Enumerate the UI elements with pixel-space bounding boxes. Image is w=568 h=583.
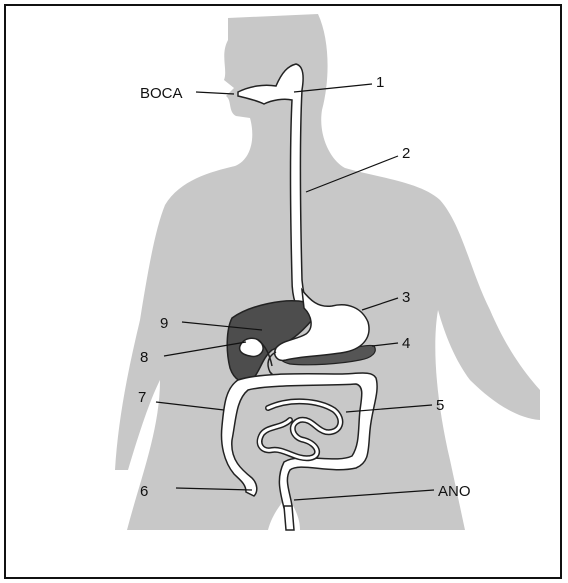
label-2: 2	[402, 145, 410, 162]
label-1: 1	[376, 74, 384, 91]
leader-mouth	[196, 92, 234, 94]
label-3: 3	[402, 289, 410, 306]
label-mouth: BOCA	[140, 85, 183, 102]
label-anus: ANO	[438, 483, 471, 500]
label-5: 5	[436, 397, 444, 414]
label-6: 6	[140, 483, 148, 500]
label-9: 9	[160, 315, 168, 332]
label-7: 7	[138, 389, 146, 406]
label-4: 4	[402, 335, 410, 352]
rectum	[284, 506, 294, 530]
label-8: 8	[140, 349, 148, 366]
